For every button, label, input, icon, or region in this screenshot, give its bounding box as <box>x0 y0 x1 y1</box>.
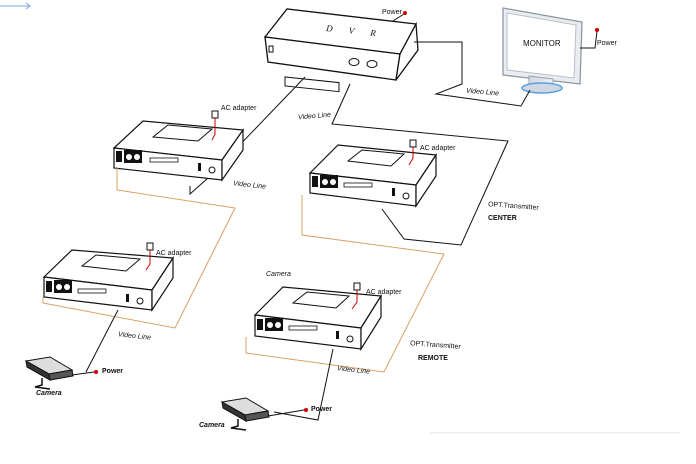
corner-arrow <box>0 2 31 10</box>
monitor-power-label: Power <box>597 40 617 47</box>
camera-left-power-label: Power <box>102 368 124 375</box>
monitor-unit <box>502 7 583 94</box>
fiber-links <box>42 168 445 373</box>
ac-adapter-label-remote: AC adapter <box>366 289 402 296</box>
transmitter-center <box>308 144 438 208</box>
remote-role-line2: REMOTE <box>418 355 448 362</box>
monitor-power-cord <box>580 28 599 49</box>
monitor-label: MONITOR <box>523 39 561 48</box>
dvr-power-cord <box>392 11 407 22</box>
ac-adapter-label-lower-left: AC adapter <box>156 250 192 257</box>
camera-video-lines <box>85 309 334 421</box>
camera-top-label: Camera <box>266 271 291 278</box>
camera-left <box>24 356 98 390</box>
ac-adapter-lower-left <box>145 242 154 271</box>
ac-adapter-label-upper-left: AC adapter <box>221 105 257 112</box>
dvr-power-label: Power <box>382 9 402 16</box>
center-role-line2: CENTER <box>488 215 517 222</box>
transmitter-remote <box>253 286 383 352</box>
ac-adapter-upper-left <box>211 110 219 141</box>
ac-adapter-label-center: AC adapter <box>420 145 456 152</box>
camera-right-label: Camera <box>199 422 225 429</box>
transmitter-upper-left <box>112 120 245 182</box>
camera-right <box>220 397 308 431</box>
ac-adapter-center <box>408 139 417 166</box>
camera-right-power-label: Power <box>311 406 333 413</box>
transmitter-lower-left <box>42 249 175 313</box>
video-lines <box>189 41 531 246</box>
dvr-unit <box>263 8 419 93</box>
bottom-dots <box>430 432 680 434</box>
ac-adapter-remote <box>351 282 361 310</box>
camera-left-label: Camera <box>36 390 62 397</box>
